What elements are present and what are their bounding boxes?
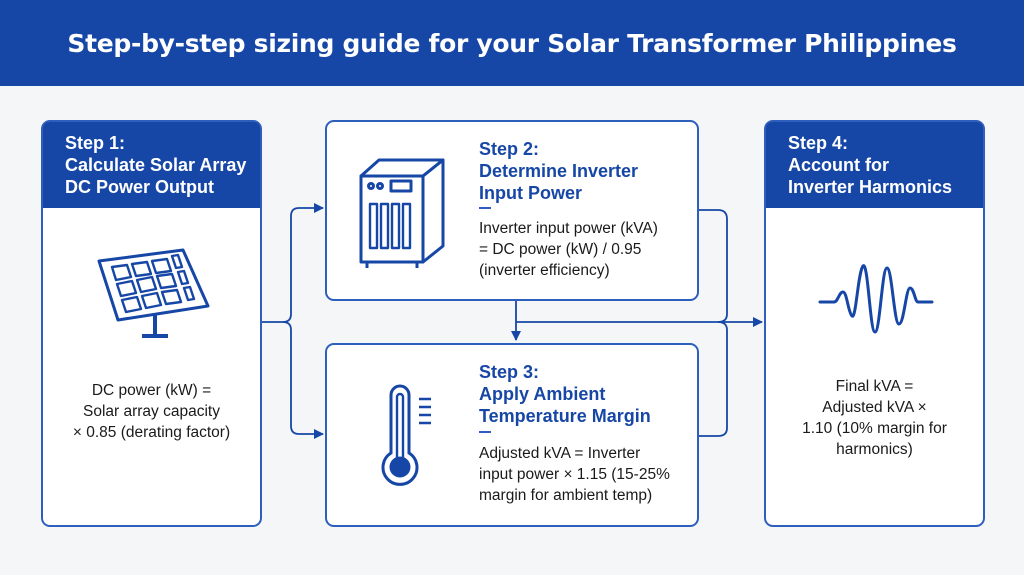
thermometer-icon — [381, 384, 431, 486]
step4-desc-line2: Adjusted kVA × — [822, 399, 927, 416]
step3-title-line2: Temperature Margin — [479, 406, 651, 426]
arrow-step1-to-step2 — [262, 203, 324, 323]
step2-title-line2: Input Power — [479, 183, 582, 203]
step2-divider — [479, 207, 491, 209]
step2-title-line1: Determine Inverter — [479, 161, 639, 181]
page-title: Step-by-step sizing guide for your Solar… — [67, 28, 957, 58]
step4-heading: Step 4: — [788, 133, 849, 153]
header-banner: Step-by-step sizing guide for your Solar… — [0, 0, 1024, 86]
step3-divider — [479, 431, 491, 433]
step2-description: Inverter input power (kVA) = DC power (k… — [479, 218, 658, 281]
step3-title: Step 3: Apply Ambient Temperature Margin — [479, 361, 651, 427]
step3-heading: Step 3: — [479, 362, 540, 382]
step1-title-line1: Calculate Solar Array — [65, 155, 247, 175]
waveform-icon — [818, 264, 934, 334]
solar-panel-icon — [97, 248, 210, 338]
step1-desc-line2: Solar array capacity — [83, 403, 220, 420]
arrow-step3-right — [699, 321, 728, 437]
arrow-step2-right — [699, 209, 728, 323]
step4-title-line1: Account for — [788, 155, 889, 175]
step3-title-line1: Apply Ambient — [479, 384, 606, 404]
step4-desc-line3: 1.10 (10% margin for — [802, 420, 947, 437]
step2-desc-line1: Inverter input power (kVA) — [479, 220, 658, 237]
step3-description: Adjusted kVA = Inverter input power × 1.… — [479, 443, 670, 506]
step4-desc-line1: Final kVA = — [835, 378, 914, 395]
step2-heading: Step 2: — [479, 139, 540, 159]
step3-card: Step 3: Apply Ambient Temperature Margin… — [325, 343, 699, 527]
step3-desc-line1: Adjusted kVA = Inverter — [479, 445, 641, 462]
step1-title-line2: DC Power Output — [65, 177, 214, 197]
step3-desc-line3: margin for ambient temp) — [479, 487, 653, 504]
step1-desc-line1: DC power (kW) = — [91, 382, 212, 399]
step1-desc-line3: × 0.85 (derating factor) — [72, 424, 231, 441]
step4-card: Step 4: Account for Inverter Harmonics F… — [764, 120, 985, 527]
step1-heading: Step 1: — [65, 133, 126, 153]
step4-desc-line4: harmonics) — [836, 441, 913, 458]
step2-title: Step 2: Determine Inverter Input Power — [479, 138, 638, 204]
inverter-icon — [359, 158, 445, 268]
step4-header: Step 4: Account for Inverter Harmonics — [766, 122, 983, 208]
arrow-step1-to-step3 — [282, 321, 324, 439]
step4-description: Final kVA = Adjusted kVA × 1.10 (10% mar… — [774, 376, 975, 460]
step3-desc-line2: input power × 1.15 (15-25% — [479, 466, 670, 483]
step2-card: Step 2: Determine Inverter Input Power I… — [325, 120, 699, 301]
step1-description: DC power (kW) = Solar array capacity × 0… — [51, 380, 252, 443]
step1-card: Step 1: Calculate Solar Array DC Power O… — [41, 120, 262, 527]
step2-desc-line3: (inverter efficiency) — [479, 262, 610, 279]
step1-header: Step 1: Calculate Solar Array DC Power O… — [43, 122, 260, 208]
step2-desc-line2: = DC power (kW) / 0.95 — [479, 241, 642, 258]
step4-title-line2: Inverter Harmonics — [788, 177, 953, 197]
